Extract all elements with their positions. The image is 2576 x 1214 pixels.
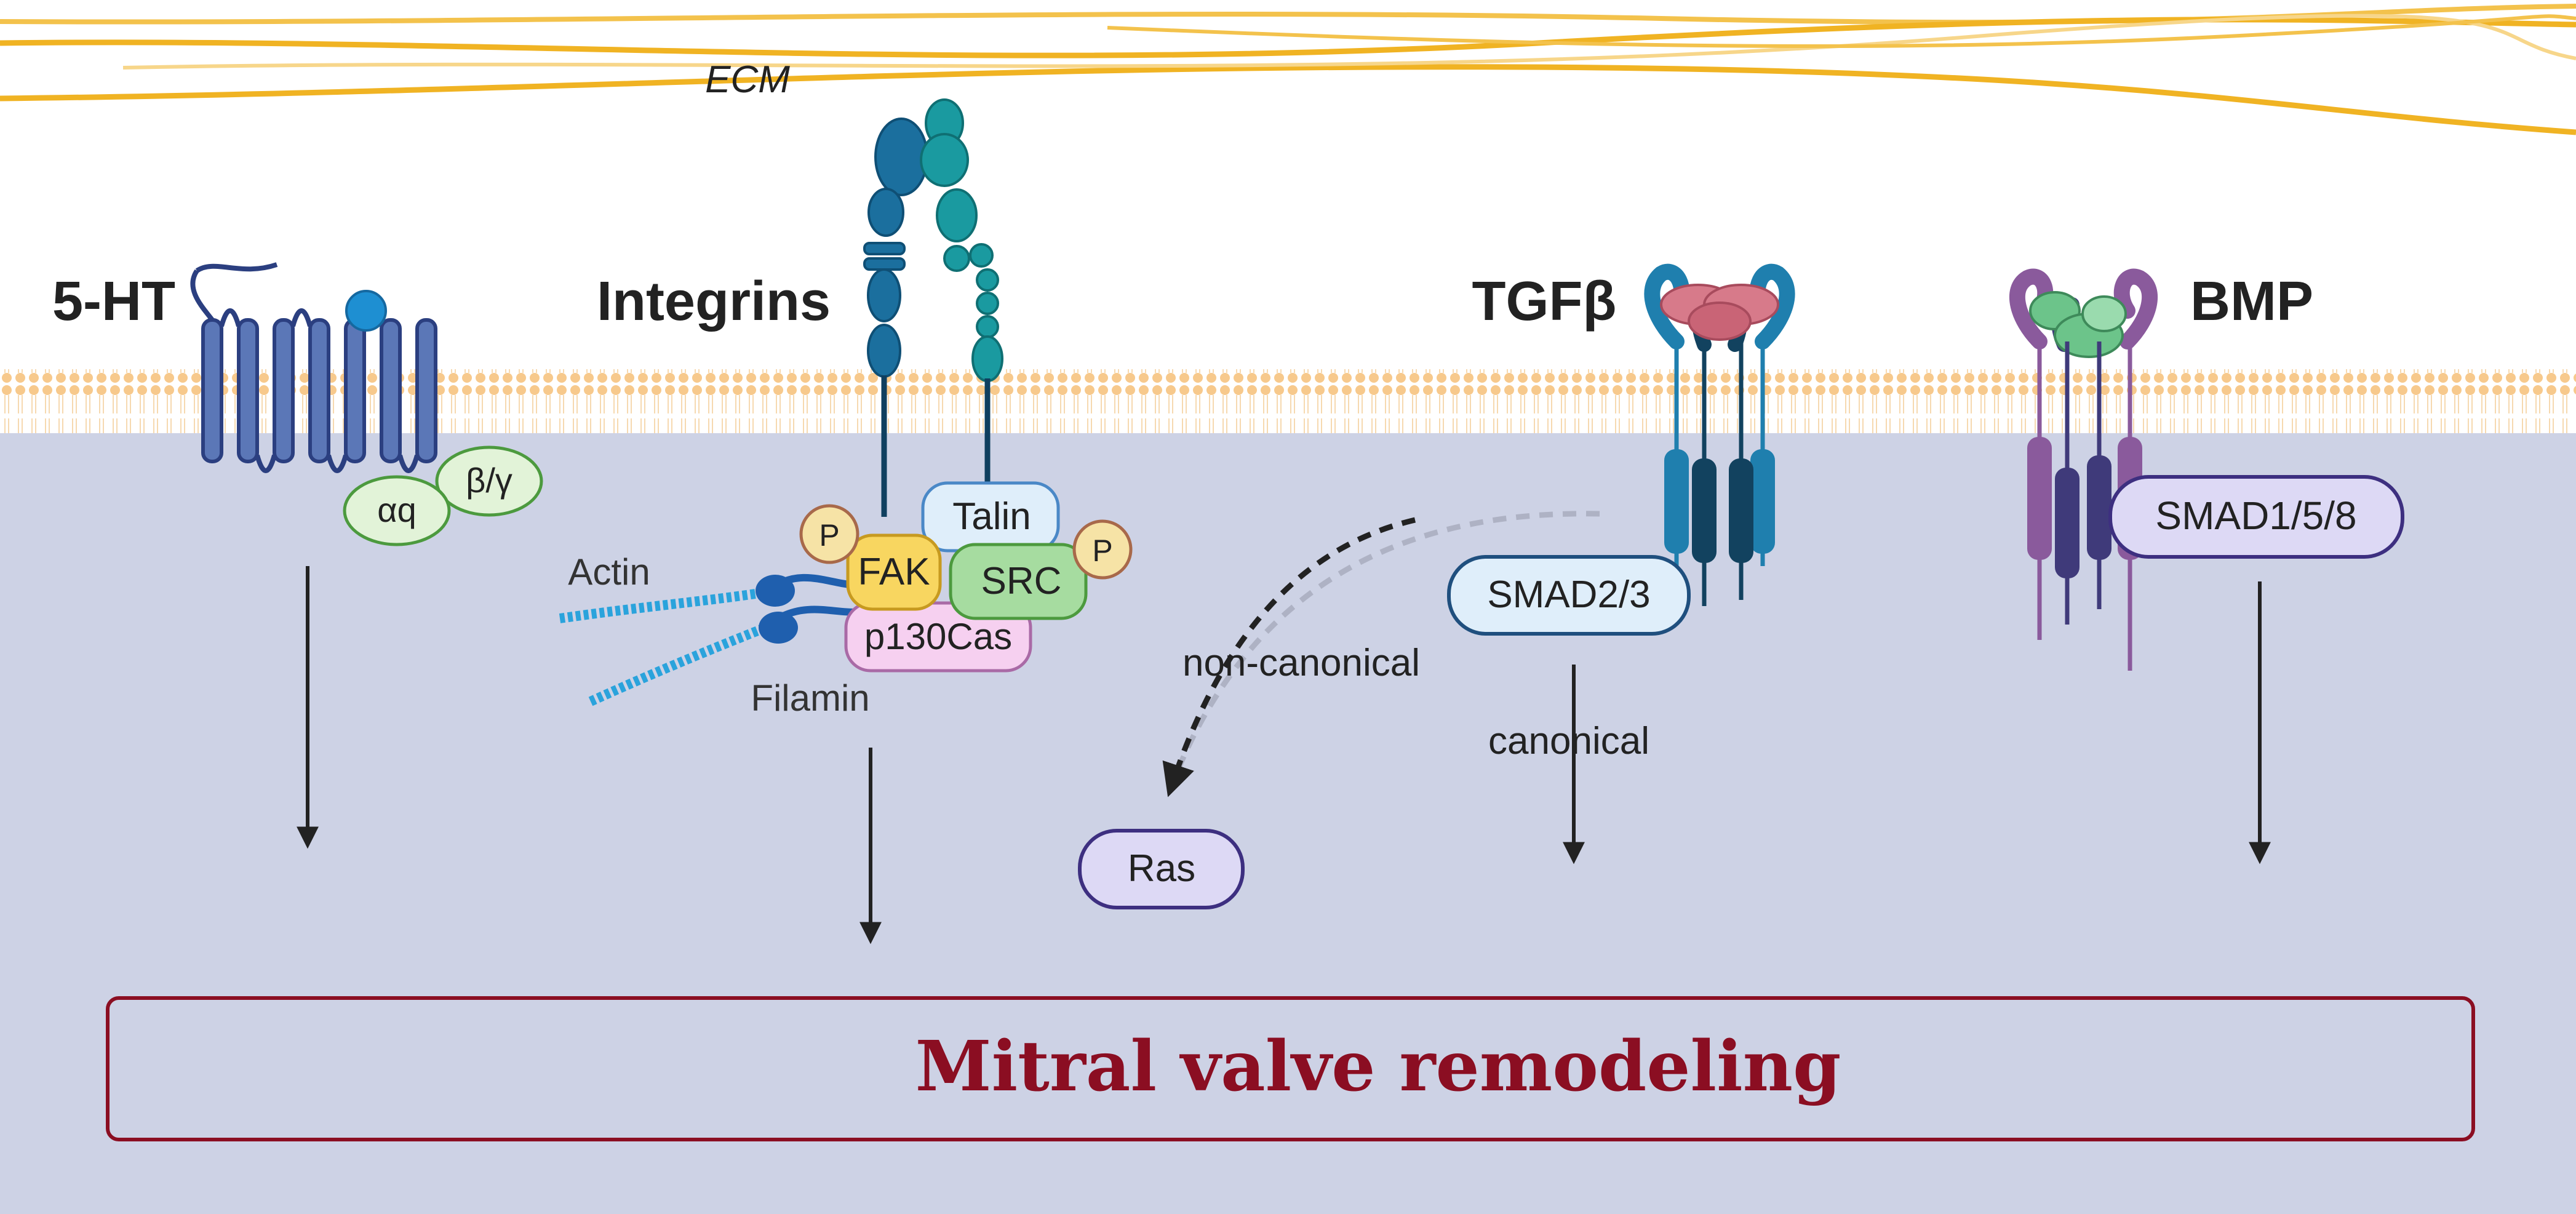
ras-node [1078,829,1245,909]
cytoplasm [0,433,2576,1214]
outcome-label: Mitral valve remodeling [915,1026,1841,1107]
alpha-label: αq [377,490,417,529]
fak-phospho-label: P [819,518,839,553]
non-canonical-label: non-canonical [1182,642,1420,684]
beta-gamma-label: β/γ [466,461,512,500]
serotonin-receptor: 5-HT β/γ αq [52,262,543,849]
actin-label: Actin [568,551,650,593]
talin-label: Talin [952,495,1031,538]
ecm-label: ECM [705,58,790,101]
actin-filaments [559,573,856,706]
ligand-icon [345,290,387,332]
src-label: SRC [981,560,1062,602]
bmp-receptor: BMP [2009,268,2313,671]
fak-label: FAK [858,551,930,593]
src-phospho-label: P [1092,533,1112,568]
alpha-subunit [343,475,451,546]
ecm-fibers [0,4,2576,135]
fak-phospho-icon [799,504,859,564]
p130cas-label: p130Cas [864,616,1012,657]
smad23-label: SMAD2/3 [1487,573,1650,616]
bmp-title: BMP [2190,271,2313,332]
src-phospho-icon [1072,519,1133,580]
serotonin-title: 5-HT [52,271,175,332]
smad158-node [2108,475,2404,559]
outcome-box [106,996,2475,1141]
src-node [949,543,1088,620]
ras-label: Ras [1128,847,1195,890]
integrins-title: Integrins [597,271,831,332]
integrin-receptor: Integrins [597,98,1003,517]
tgfb-title: TGFβ [1472,271,1617,332]
canonical-label: canonical [1488,720,1649,762]
filamin-label: Filamin [751,677,869,719]
smad23-node [1447,555,1691,636]
fak-node [846,533,942,611]
tgfb-receptor: TGFβ [1472,263,1795,606]
non-canonical-arrow-tail [1169,511,1600,786]
focal-adhesion-complex: Talin p130Cas SRC FAK P P [799,481,1133,673]
beta-gamma-subunit [435,445,543,517]
smad158-label: SMAD1/5/8 [2155,493,2356,538]
